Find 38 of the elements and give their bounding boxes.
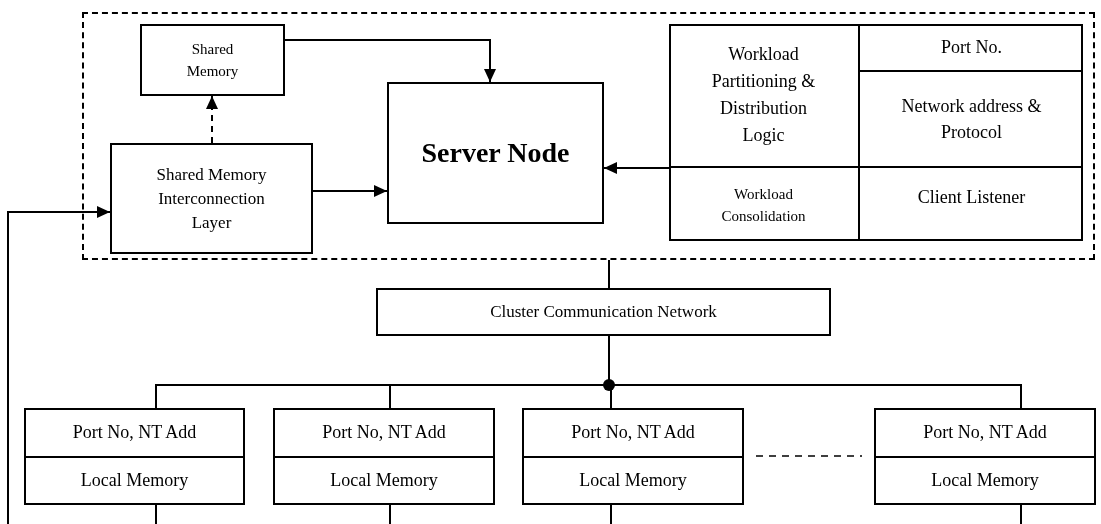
process-box: [140, 24, 285, 96]
node-box: [273, 408, 495, 505]
connector-line: [155, 504, 157, 524]
arrow: [312, 185, 388, 197]
connector-line: [1020, 504, 1022, 524]
node-label: Shared Memory: [185, 40, 240, 81]
config-table: [669, 24, 1083, 241]
node-label: Network address & Protocol: [900, 95, 1043, 144]
dashed-arrow: [206, 95, 218, 144]
table-cell: [669, 24, 860, 168]
node-label: Client Listener: [917, 186, 1026, 209]
node-label: Local Memory: [80, 468, 189, 492]
process-box: [110, 143, 313, 254]
node-label: Local Memory: [579, 468, 687, 492]
node-label: Port No, NT Add: [322, 421, 446, 445]
server-group-frame: [82, 12, 1095, 260]
connector-line: [610, 504, 612, 524]
node-box: [522, 408, 744, 505]
node-label: Workload Consolidation: [720, 184, 807, 226]
node-label: Port No, NT Add: [923, 421, 1047, 445]
connector-line: [389, 504, 391, 524]
process-box: [387, 82, 604, 224]
node-label: Cluster Communication Network: [490, 301, 717, 324]
node-label: Local Memory: [931, 468, 1039, 492]
node-box: [24, 408, 245, 505]
node-label: Port No, NT Add: [571, 421, 695, 445]
node-label: Local Memory: [330, 468, 438, 492]
node-box: [874, 408, 1096, 505]
arrow: [603, 162, 670, 174]
node-label: Server Node: [421, 136, 570, 170]
node-label: Shared Memory Interconnection Layer: [155, 163, 268, 234]
arrow: [7, 206, 111, 524]
connector-line: [608, 259, 610, 289]
node-label: Port No, NT Add: [72, 421, 197, 445]
process-box: [376, 288, 831, 336]
node-label: Workload Partitioning & Distribution Logic: [710, 43, 817, 147]
arrow: [284, 39, 496, 83]
node-label: Port No.: [941, 35, 1002, 59]
